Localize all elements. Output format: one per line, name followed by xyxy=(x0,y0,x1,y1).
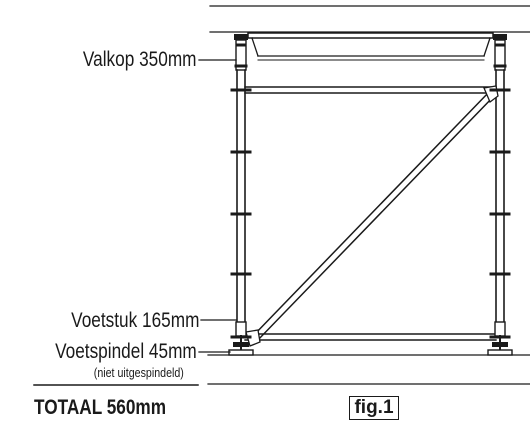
left-rosettes xyxy=(230,88,252,339)
voetspindel-label: Voetspindel 45mm xyxy=(55,340,197,363)
diagonal-brace xyxy=(249,90,491,340)
left-valkop-cap xyxy=(234,34,248,40)
left-voetstuk xyxy=(235,321,247,337)
right-rosettes xyxy=(489,88,511,339)
figure-label: fig.1 xyxy=(349,396,399,420)
valkop-label: Valkop 350mm xyxy=(83,48,197,71)
voetstuk-label: Voetstuk 165mm xyxy=(70,309,199,332)
right-baseplate xyxy=(487,349,513,356)
top-plate xyxy=(247,32,494,39)
right-valkop-cap xyxy=(493,34,507,40)
total-label: TOTAAL 560mm xyxy=(34,396,167,419)
left-baseplate xyxy=(228,349,254,356)
right-voetstuk xyxy=(494,321,506,337)
niet-uitgespindeld-note: (niet uitgespindeld) xyxy=(93,365,184,380)
